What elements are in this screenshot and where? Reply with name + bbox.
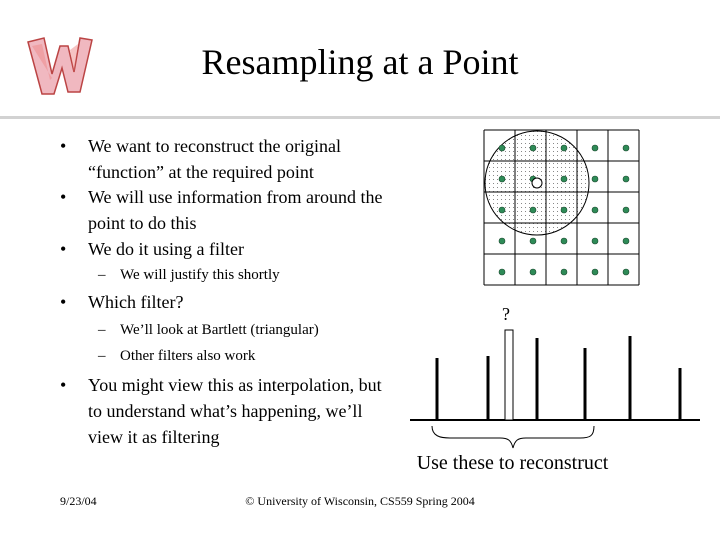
sample-dot (560, 175, 568, 183)
reconstruction-bars-diagram (410, 329, 700, 449)
university-logo-icon (27, 37, 93, 95)
bullet-marker: • (60, 187, 67, 207)
bullet-marker: • (60, 136, 67, 156)
sample-dot (591, 206, 599, 214)
sample-dot (591, 144, 599, 152)
bullet-text: Other filters also work (120, 348, 256, 364)
slide-title: Resampling at a Point (201, 42, 519, 82)
sample-dot (591, 268, 599, 276)
sub-bullet-item: – We’ll look at Bartlett (triangular) (98, 320, 398, 340)
bullet-text: We do it using a filter (88, 239, 245, 259)
brace (431, 425, 595, 449)
bullet-marker: • (60, 239, 67, 259)
sample-dot (622, 206, 630, 214)
sample-dot (591, 237, 599, 245)
footer-copyright: © University of Wisconsin, CS559 Spring … (245, 494, 475, 508)
sample-dot (529, 144, 537, 152)
grid-lines (483, 129, 640, 286)
sample-dot (498, 144, 506, 152)
bullet-text: Which filter? (88, 292, 184, 312)
sample-dot (622, 237, 630, 245)
sample-dot (560, 144, 568, 152)
grid-samples (498, 144, 630, 276)
bullet-item: • We do it using a filter (60, 236, 400, 262)
sub-bullet-item: – Other filters also work (98, 346, 398, 366)
bullet-text: We will use information from around the … (88, 187, 383, 233)
sample-grid-diagram (483, 129, 640, 286)
sample-dot (591, 175, 599, 183)
bullet-item: • You might view this as interpolation, … (60, 372, 400, 450)
figure-caption: Use these to reconstruct (416, 452, 609, 474)
bullet-marker: • (60, 375, 67, 395)
sample-dot (529, 206, 537, 214)
bullet-text: We will justify this shortly (120, 267, 280, 283)
sample-dot (498, 175, 506, 183)
bullet-item: • We want to reconstruct the original “f… (60, 133, 400, 185)
sample-dot (560, 206, 568, 214)
sample-dot (498, 268, 506, 276)
bullet-text: We’ll look at Bartlett (triangular) (120, 322, 319, 338)
bullet-marker: – (98, 267, 106, 283)
bullet-text: We want to reconstruct the original “fun… (88, 136, 341, 182)
sub-bullet-item: – We will justify this shortly (98, 265, 398, 285)
sample-dot (560, 237, 568, 245)
bullet-item: • We will use information from around th… (60, 184, 400, 236)
sample-bars (435, 336, 682, 420)
sample-dot (498, 206, 506, 214)
bullet-item: • Which filter? (60, 289, 400, 315)
sample-dot (622, 268, 630, 276)
bullet-marker: • (60, 292, 67, 312)
bullet-text: You might view this as interpolation, bu… (88, 375, 382, 447)
footer-date: 9/23/04 (60, 494, 97, 508)
title-divider (0, 116, 720, 119)
sample-dot (622, 175, 630, 183)
sample-dot (560, 268, 568, 276)
resample-point (531, 177, 543, 189)
bullet-marker: – (98, 322, 106, 338)
sample-dot (622, 144, 630, 152)
query-label: ? (502, 304, 510, 324)
query-bar (504, 329, 514, 421)
bullet-marker: – (98, 348, 106, 364)
sample-dot (529, 237, 537, 245)
sample-dot (498, 237, 506, 245)
sample-dot (529, 268, 537, 276)
